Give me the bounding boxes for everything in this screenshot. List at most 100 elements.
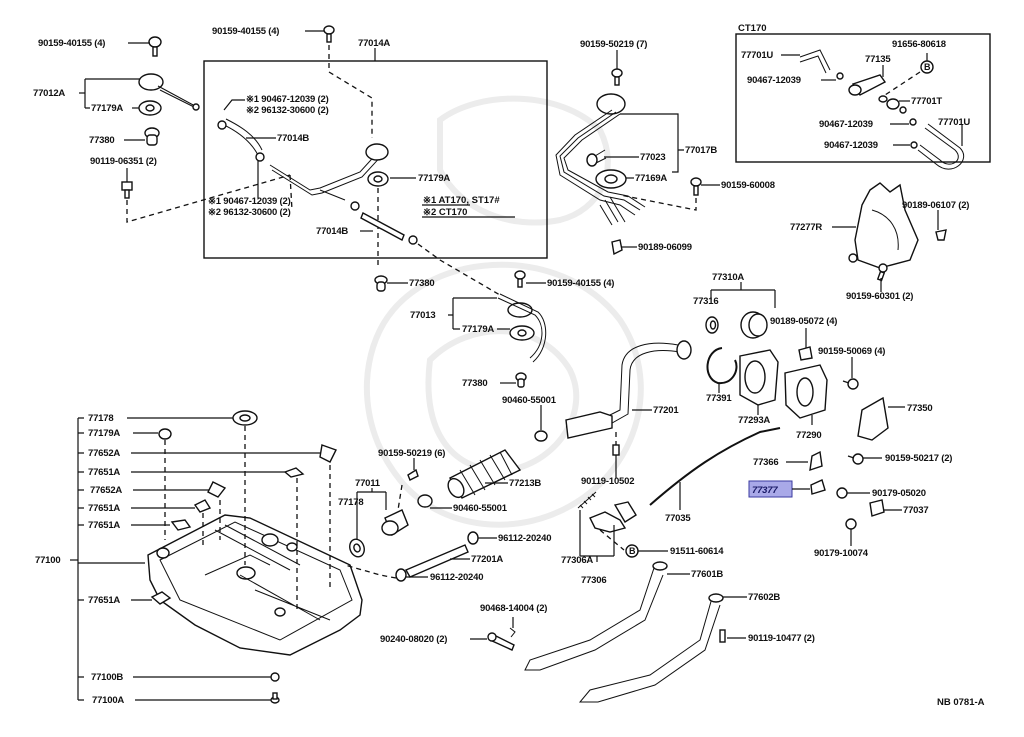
nut-90179-05020-icon [836,487,848,499]
part-label--2-96132-30600-2[interactable]: ※2 96132-30600 (2) [246,105,329,116]
cap-77310A-icon [740,311,768,339]
part-label-77290[interactable]: 77290 [796,430,822,441]
part-label-77306a[interactable]: 77306A [561,555,594,566]
part-label-77651a[interactable]: 77651A [88,503,121,514]
part-label-90159-60301-2[interactable]: 90159-60301 (2) [846,291,913,302]
part-label-77701u[interactable]: 77701U [741,50,774,61]
part-label-77179a[interactable]: 77179A [462,324,495,335]
part-label-77213b[interactable]: 77213B [509,478,542,489]
part-label-91656-80618[interactable]: 91656-80618 [892,39,946,50]
part-label-77169a[interactable]: 77169A [635,173,668,184]
part-label-77100b[interactable]: 77100B [91,672,124,683]
part-label-77701t[interactable]: 77701T [911,96,943,107]
part-label-77651a[interactable]: 77651A [88,595,121,606]
part-label-90468-14004-2[interactable]: 90468-14004 (2) [480,603,547,614]
part-label-77179a[interactable]: 77179A [91,103,124,114]
part-label-77014a[interactable]: 77014A [358,38,391,49]
clip-90468-14004-icon [509,617,516,638]
part-label-77652a[interactable]: 77652A [88,448,121,459]
part-label-90159-40155-4[interactable]: 90159-40155 (4) [38,38,105,49]
bolt-90159-60301-icon [876,263,888,292]
highlighted-part-77377[interactable] [748,479,826,498]
clamp-90460-55001-icon [534,405,548,442]
part-label-77310a[interactable]: 77310A [712,272,745,283]
part-label-90467-12039[interactable]: 90467-12039 [819,119,873,130]
part-label-96112-20240[interactable]: 96112-20240 [498,533,551,544]
part-label-90460-55001[interactable]: 90460-55001 [502,395,557,406]
screw-90159-50219-b-icon [407,458,419,481]
part-label-77179a[interactable]: 77179A [88,428,121,439]
grommet-77380-c-icon [515,372,527,388]
part-label-77316[interactable]: 77316 [693,296,719,307]
ring-77391-icon [706,347,738,393]
part-label--1-90467-12039-2[interactable]: ※1 90467-12039 (2) [246,94,329,105]
part-label-90189-05072-4[interactable]: 90189-05072 (4) [770,316,837,327]
part-label-77391[interactable]: 77391 [706,393,733,404]
part-label-77011[interactable]: 77011 [355,478,381,489]
part-label-77135[interactable]: 77135 [865,54,892,65]
part-label-77366[interactable]: 77366 [753,457,779,468]
part-label-90467-12039[interactable]: 90467-12039 [747,75,801,86]
labels-tank-stickers [150,444,337,605]
part-label-90179-05020[interactable]: 90179-05020 [872,488,926,499]
part-label-90159-40155-4[interactable]: 90159-40155 (4) [547,278,614,289]
part-label-90119-10477-2[interactable]: 90119-10477 (2) [748,633,815,644]
part-label-90189-06099[interactable]: 90189-06099 [638,242,692,253]
part-label-77014b[interactable]: 77014B [316,226,349,237]
part-label-77178[interactable]: 77178 [88,413,114,424]
part-label-77601b[interactable]: 77601B [691,569,724,580]
part-label-77651a[interactable]: 77651A [88,520,121,531]
part-label-77178[interactable]: 77178 [338,497,364,508]
part-label-90460-55001[interactable]: 90460-55001 [453,503,508,514]
part-label-77100a[interactable]: 77100A [92,695,125,706]
part-label-77023[interactable]: 77023 [640,152,666,163]
part-label-77201a[interactable]: 77201A [471,554,504,565]
part-label-77014b[interactable]: 77014B [277,133,310,144]
screw-90159-50069-icon [842,357,859,390]
part-label-90159-50217-2[interactable]: 90159-50217 (2) [885,453,952,464]
bolt-90119-10477-icon [719,629,726,643]
part-label-90240-08020-2[interactable]: 90240-08020 (2) [380,634,447,645]
pin-90240-08020-icon [487,632,515,651]
part-label-77306[interactable]: 77306 [581,575,607,586]
part-label-77701u[interactable]: 77701U [938,117,971,128]
part-label-77035[interactable]: 77035 [665,513,692,524]
part-label-77277r[interactable]: 77277R [790,222,823,233]
part-label-90179-10074[interactable]: 90179-10074 [814,548,869,559]
part-label-77350[interactable]: 77350 [907,403,933,414]
part-label-90159-50219-6[interactable]: 90159-50219 (6) [378,448,445,459]
part-label-77037[interactable]: 77037 [903,505,929,516]
part-label-90189-06107-2[interactable]: 90189-06107 (2) [902,200,969,211]
part-label-77380[interactable]: 77380 [462,378,488,389]
part-label-77380[interactable]: 77380 [409,278,435,289]
part-label-77201[interactable]: 77201 [653,405,680,416]
part-label-90159-50069-4[interactable]: 90159-50069 (4) [818,346,885,357]
clamp-90460-55001-b-icon [417,494,433,508]
part-label-77017b[interactable]: 77017B [685,145,718,156]
part-label-90467-12039[interactable]: 90467-12039 [824,140,878,151]
part-label-91511-60614[interactable]: 91511-60614 [670,546,724,557]
grommet-77179A-tank-icon [158,428,172,440]
part-label-77377[interactable]: 77377 [752,485,779,496]
clip-90467-b-icon [909,118,917,126]
part-label-77651a[interactable]: 77651A [88,467,121,478]
part-label-77602b[interactable]: 77602B [748,592,781,603]
part-label-96112-20240[interactable]: 96112-20240 [430,572,483,583]
part-label-90159-50219-7[interactable]: 90159-50219 (7) [580,39,647,50]
part-label-90159-60008[interactable]: 90159-60008 [721,180,775,191]
part-label--1-90467-12039-2[interactable]: ※1 90467-12039 (2) [208,196,291,207]
part-label-90119-10502[interactable]: 90119-10502 [581,476,634,487]
part-label-77380[interactable]: 77380 [89,135,115,146]
part-label-77013[interactable]: 77013 [410,310,436,321]
part-label-77100[interactable]: 77100 [35,555,61,566]
fuel-tank-77100-icon [147,514,363,656]
part-label-77652a[interactable]: 77652A [90,485,123,496]
inset-title-ct170: CT170 [738,23,767,34]
part-label-77012a[interactable]: 77012A [33,88,66,99]
bolt-90159-40155-b-icon [323,25,335,43]
part-label-77293a[interactable]: 77293A [738,415,771,426]
part-label-77179a[interactable]: 77179A [418,173,451,184]
part-label-90119-06351-2[interactable]: 90119-06351 (2) [90,156,157,167]
part-label--2-96132-30600-2[interactable]: ※2 96132-30600 (2) [208,207,291,218]
part-label-90159-40155-4[interactable]: 90159-40155 (4) [212,26,279,37]
